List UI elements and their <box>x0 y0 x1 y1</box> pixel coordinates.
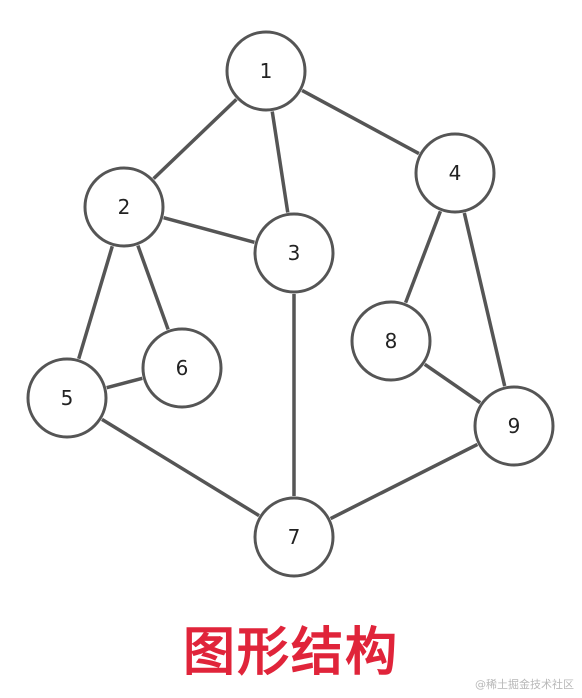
node-circle-2 <box>83 166 165 248</box>
node-circle-9 <box>473 385 555 467</box>
edge-2-6 <box>136 244 170 331</box>
node-4: 4 <box>414 132 496 214</box>
node-circle-5 <box>26 357 108 439</box>
node-8: 8 <box>350 300 432 382</box>
node-circle-4 <box>414 132 496 214</box>
node-label-7: 7 <box>288 525 301 549</box>
edge-1-2 <box>152 98 238 180</box>
edge-7-9 <box>329 442 479 521</box>
edge-8-9 <box>423 362 482 405</box>
node-circle-8 <box>350 300 432 382</box>
diagram-title: 图形结构 <box>182 623 399 683</box>
node-9: 9 <box>473 385 555 467</box>
node-6: 6 <box>141 327 223 409</box>
node-circle-6 <box>141 327 223 409</box>
node-1: 1 <box>225 30 307 112</box>
node-label-4: 4 <box>449 161 462 185</box>
node-label-2: 2 <box>118 195 131 219</box>
edge-2-3 <box>163 216 255 244</box>
node-label-1: 1 <box>260 59 273 83</box>
edge-5-6 <box>106 376 143 390</box>
node-label-8: 8 <box>385 329 398 353</box>
edges-layer <box>77 88 507 521</box>
edge-1-4 <box>301 88 420 156</box>
node-label-6: 6 <box>176 356 189 380</box>
node-label-9: 9 <box>508 414 521 438</box>
node-5: 5 <box>26 357 108 439</box>
edge-5-7 <box>101 417 260 518</box>
nodes-layer: 1 2 3 4 5 6 7 8 9 <box>26 30 555 578</box>
node-7: 7 <box>253 496 335 578</box>
node-circle-1 <box>225 30 307 112</box>
node-label-3: 3 <box>288 241 301 265</box>
graph-diagram: 1 2 3 4 5 6 7 8 9 <box>26 30 555 578</box>
edge-4-8 <box>403 210 443 304</box>
node-2: 2 <box>83 166 165 248</box>
node-label-5: 5 <box>61 386 74 410</box>
node-circle-3 <box>253 212 335 294</box>
node-3: 3 <box>253 212 335 294</box>
edge-2-5 <box>77 245 114 360</box>
watermark: @稀土掘金技术社区 <box>475 678 574 691</box>
edge-4-9 <box>462 212 507 387</box>
edge-1-3 <box>270 111 290 213</box>
node-circle-7 <box>253 496 335 578</box>
